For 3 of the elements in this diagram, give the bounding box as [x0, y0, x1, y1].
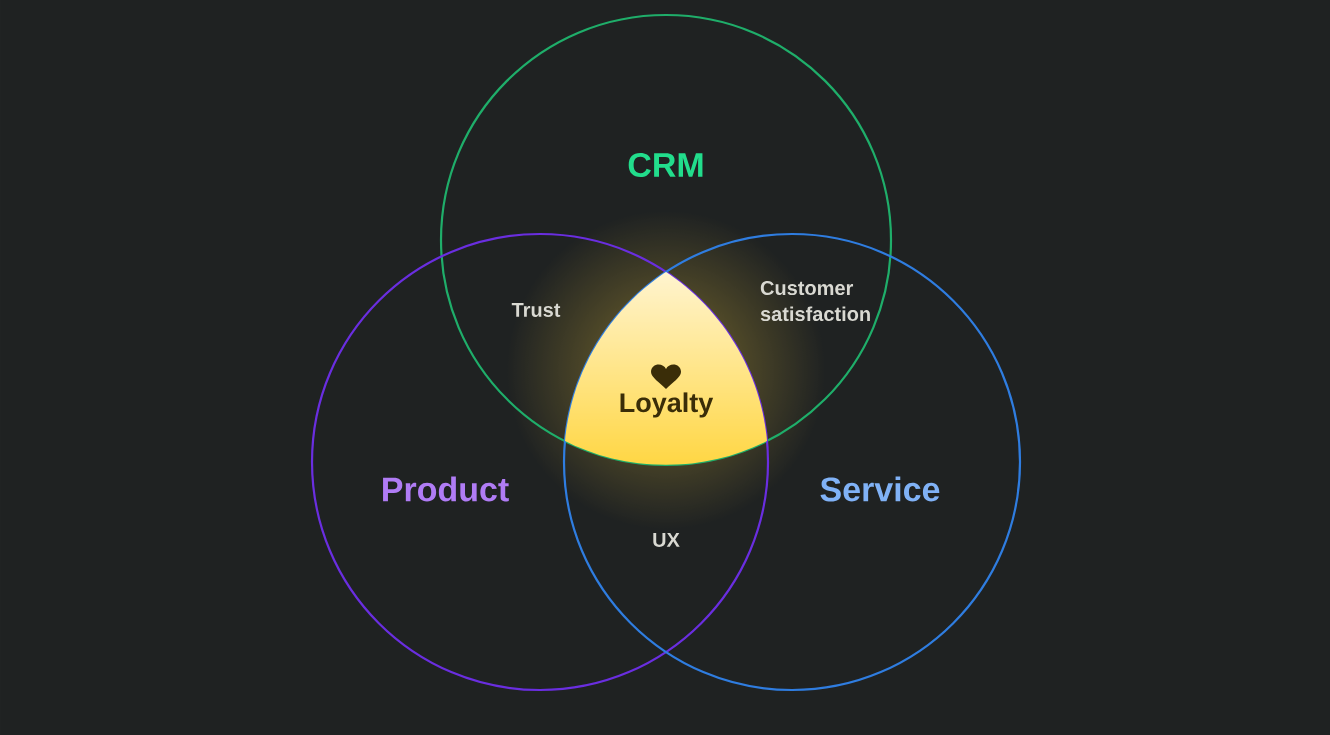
intersection-region: Loyalty: [620, 392, 714, 418]
region-label: UX: [653, 533, 680, 547]
region-label: Trust: [511, 303, 561, 317]
